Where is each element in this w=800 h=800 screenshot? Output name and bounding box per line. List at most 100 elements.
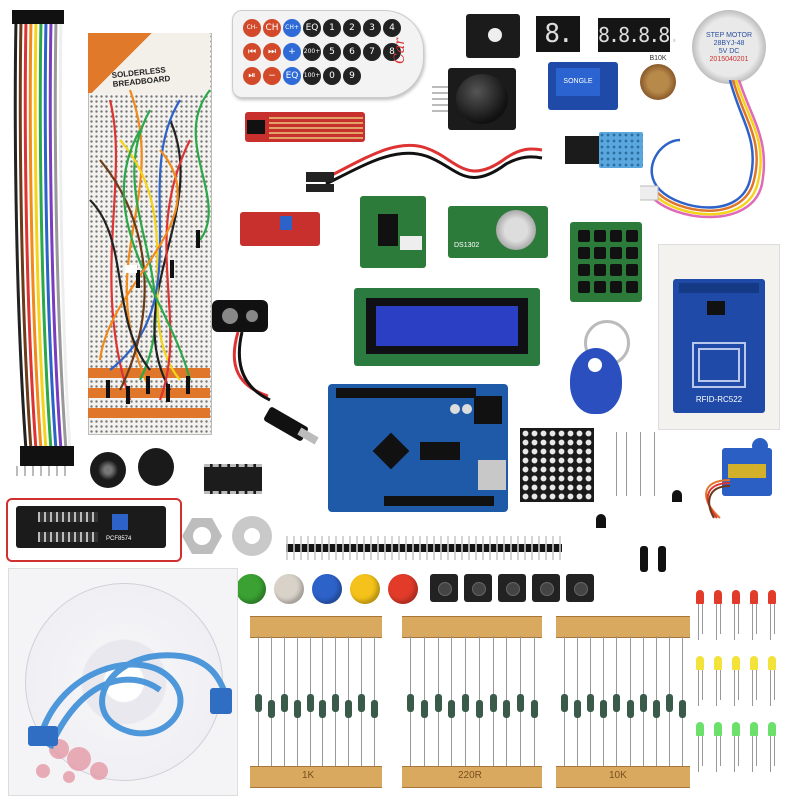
led-lead	[756, 736, 757, 766]
keypad-key	[626, 281, 638, 293]
remote-button: 100+	[303, 67, 321, 85]
led-lead	[720, 736, 721, 766]
remote-button: 5	[323, 43, 341, 61]
resistor	[489, 694, 497, 712]
led-lead	[720, 670, 721, 700]
led	[750, 656, 758, 670]
led-lead	[702, 736, 703, 766]
remote-button: 8	[383, 43, 401, 61]
dupont-ribbon-cable	[12, 10, 74, 476]
resistor	[280, 694, 288, 712]
keypad-key	[610, 230, 622, 242]
arduino-uno-board	[328, 384, 508, 512]
resistor	[652, 700, 660, 718]
led-lead	[774, 670, 775, 700]
keypad-key	[578, 264, 590, 276]
battery-connector-cable	[306, 143, 543, 192]
led	[714, 590, 722, 604]
stepper-line-3: 5V DC	[718, 48, 740, 55]
sound-sensor-module	[240, 212, 320, 246]
water-level-sensor	[245, 112, 365, 142]
stepper-motor: STEP MOTOR 28BYJ-48 5V DC 2015040201	[692, 10, 766, 84]
button-cap	[350, 574, 380, 604]
transistor	[672, 490, 682, 502]
stepper-cable	[640, 80, 766, 219]
tactile-buttons-row	[430, 574, 594, 604]
keypad-key	[578, 230, 590, 242]
led-lead	[774, 736, 775, 766]
led-lead	[738, 604, 739, 634]
resistor	[293, 700, 301, 718]
potentiometer: B10K	[640, 55, 676, 100]
remote-button: 2	[343, 19, 361, 37]
led	[768, 590, 776, 604]
remote-button: CH	[263, 19, 281, 37]
led-lead	[738, 670, 739, 700]
led	[768, 722, 776, 736]
led-lead	[770, 670, 771, 706]
led	[732, 722, 740, 736]
rfid-reader-module: RFID-RC522	[658, 244, 780, 430]
keypad-key	[610, 264, 622, 276]
relay-label: SONGLE	[556, 68, 600, 96]
remote-button: ⏯	[243, 67, 261, 85]
remote-button: EQ	[283, 67, 301, 85]
joystick-pins	[432, 86, 448, 116]
resistor	[665, 694, 673, 712]
led-lead	[702, 604, 703, 634]
resistor	[407, 694, 414, 712]
led	[750, 590, 758, 604]
i2c-lcd-adapter: PCF8574	[16, 506, 166, 548]
resistor	[345, 700, 353, 718]
remote-button: CH+	[283, 19, 301, 37]
remote-button: ⏮	[243, 43, 261, 61]
button-cap	[236, 574, 266, 604]
led-lead	[752, 670, 753, 706]
led-lead	[734, 604, 735, 640]
remote-brand: Car	[392, 38, 409, 64]
led	[696, 656, 704, 670]
resistor	[600, 700, 608, 718]
keypad-key	[578, 247, 590, 259]
resistor	[255, 694, 262, 712]
photoresistor-leads	[610, 432, 670, 496]
remote-button: 6	[343, 43, 361, 61]
remote-button: 9	[343, 67, 361, 85]
button-cap	[312, 574, 342, 604]
resistor	[371, 700, 378, 718]
remote-button: +	[283, 43, 301, 61]
led-lead	[770, 736, 771, 772]
resistor	[358, 694, 366, 712]
resistor	[531, 700, 538, 718]
lcd-screen	[376, 306, 518, 346]
resistor	[639, 694, 647, 712]
led-lead	[698, 604, 699, 640]
remote-button: 7	[363, 43, 381, 61]
led-lead	[698, 670, 699, 706]
keypad-key	[594, 281, 606, 293]
battery-snap-cable	[212, 300, 319, 445]
hex-nut	[182, 518, 222, 554]
resistor	[332, 694, 340, 712]
resistor-pack-label: 1K	[302, 770, 315, 781]
button-cap	[388, 574, 418, 604]
resistor	[587, 694, 595, 712]
keypad-key	[610, 281, 622, 293]
keypad-key	[610, 247, 622, 259]
resistor-tape-bottom: 220R	[402, 766, 542, 788]
resistor	[434, 694, 442, 712]
passive-buzzer	[138, 448, 174, 486]
remote-button: 0	[323, 67, 341, 85]
resistor	[517, 694, 525, 712]
keypad-key	[626, 230, 638, 242]
keypad-key	[594, 247, 606, 259]
joystick-module	[448, 68, 516, 130]
rtc-label: DS1302	[454, 242, 480, 249]
remote-button: ⏭	[263, 43, 281, 61]
keypad-key	[578, 281, 590, 293]
keypad-key	[594, 264, 606, 276]
tilt-switch-pair	[636, 546, 676, 576]
resistor	[462, 694, 470, 712]
resistor	[475, 700, 483, 718]
sg90-servo	[722, 438, 772, 496]
